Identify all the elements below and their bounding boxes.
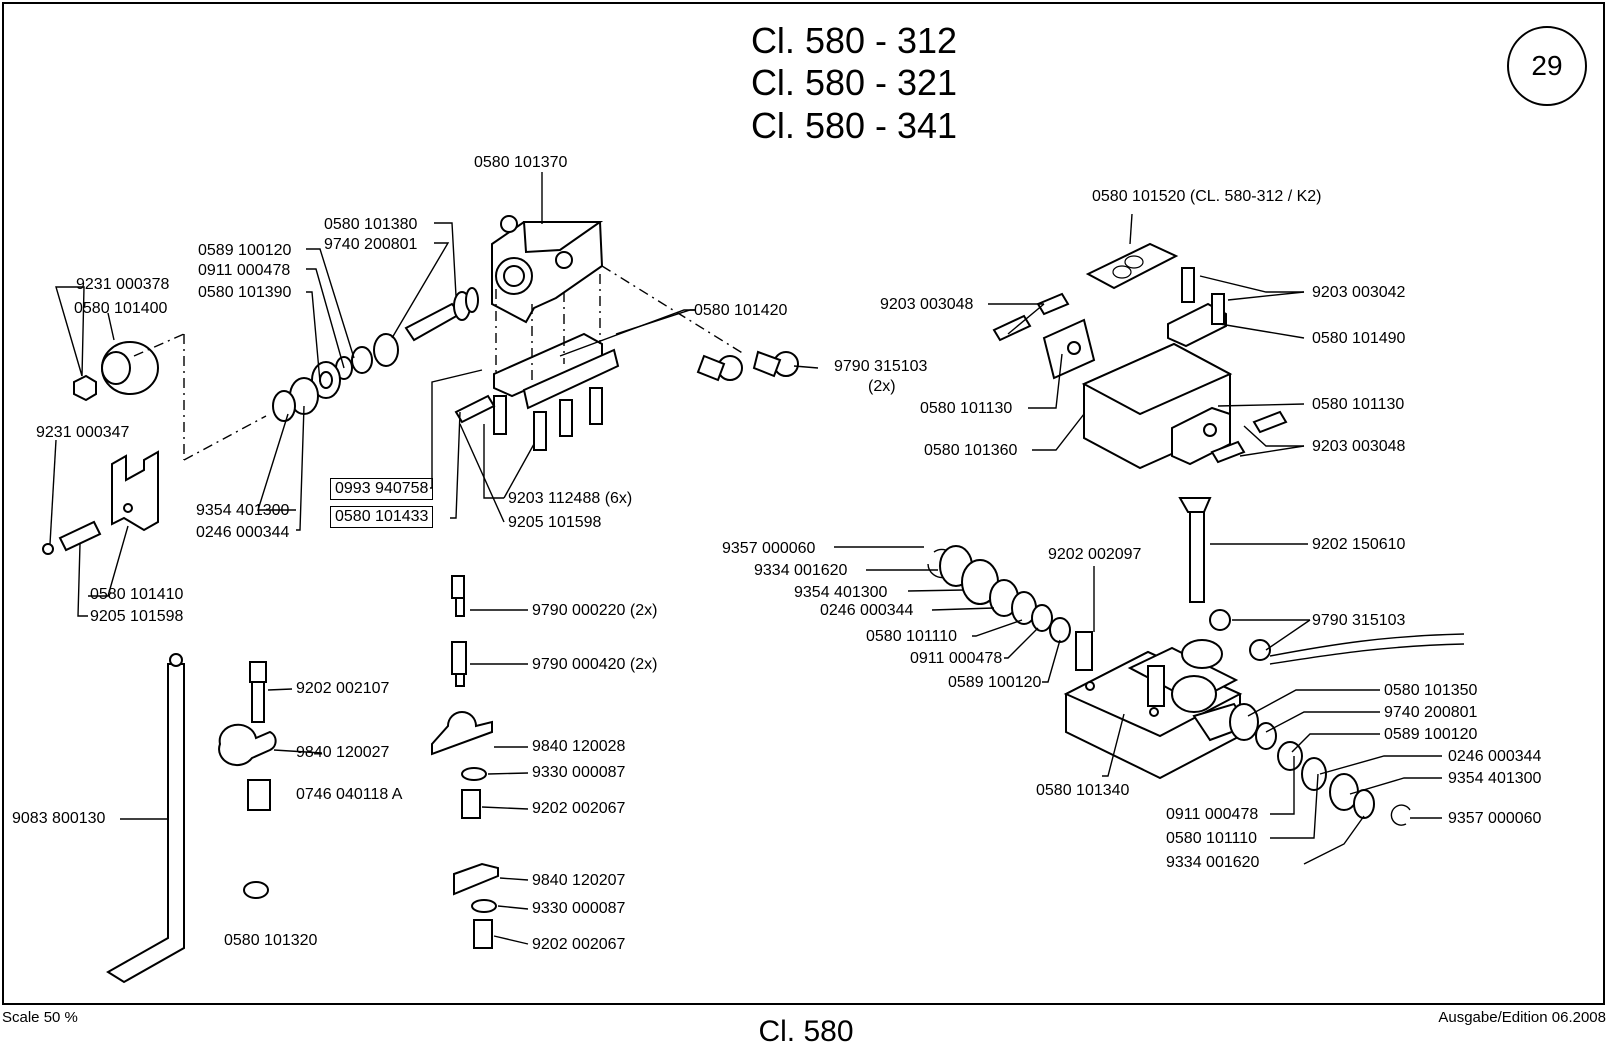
part-label: 0246 000344: [820, 602, 914, 619]
part-label: 9202 002097: [1048, 546, 1142, 563]
exploded-view-drawing: [42, 172, 1465, 984]
part-label: 9203 003048: [1312, 438, 1406, 455]
part-label: 9083 800130: [12, 810, 106, 827]
leader-lines: [49, 172, 1442, 945]
part-label: 0580 101390: [198, 284, 292, 301]
part-label: 9740 200801: [324, 236, 418, 253]
part-label: 0580 101400: [74, 300, 168, 317]
hex-key: [106, 663, 185, 984]
boxed-part-label: 0580 101433: [330, 506, 434, 528]
model-title-2: Cl. 580 - 321: [750, 62, 958, 103]
part-label: 9740 200801: [1384, 704, 1478, 721]
part-label: 9354 401300: [1448, 770, 1542, 787]
part-label: 9790 315103: [834, 358, 928, 375]
part-label: 9202 002107: [296, 680, 390, 697]
drawing-frame: Cl. 580 - 312 Cl. 580 - 321 Cl. 580 - 34…: [2, 2, 1605, 1005]
edition-note: Ausgabe/Edition 06.2008: [1438, 1009, 1606, 1026]
part-label: 0246 000344: [196, 524, 290, 541]
part-label: 0911 000478: [198, 262, 291, 279]
part-label: 0911 000478: [1166, 806, 1259, 823]
part-label: 9203 003048: [880, 296, 974, 313]
part-label: 9205 101598: [508, 514, 602, 531]
part-label: 9334 001620: [754, 562, 848, 579]
part-label: 9202 150610: [1312, 536, 1406, 553]
part-label: 9790 000220 (2x): [532, 602, 658, 619]
part-label: 0580 101320: [224, 932, 318, 949]
part-label: 0580 101490: [1312, 330, 1406, 347]
part-label: 9357 000060: [722, 540, 816, 557]
part-label: 0580 101520 (CL. 580-312 / K2): [1092, 188, 1322, 205]
part-label: 0580 101130: [920, 400, 1013, 417]
part-label: 9334 001620: [1166, 854, 1260, 871]
part-label: 9231 000347: [36, 424, 130, 441]
part-label: 0589 100120: [948, 674, 1042, 691]
boxed-part-label: 0993 940758: [330, 478, 434, 500]
footer-model: Cl. 580: [758, 1015, 854, 1048]
part-label: 0580 101410: [90, 586, 184, 603]
page-number-badge: 29: [1507, 26, 1587, 106]
part-label: 0580 101420: [694, 302, 788, 319]
part-label: 9840 120028: [532, 738, 626, 755]
part-label: 0580 101130: [1312, 396, 1405, 413]
part-label: 0246 000344: [1448, 748, 1542, 765]
part-label: 0580 101110: [1166, 830, 1258, 847]
part-label: 9840 120207: [532, 872, 626, 889]
model-title-3: Cl. 580 - 341: [750, 105, 958, 146]
part-label: 9330 000087: [532, 900, 626, 917]
part-label: 0580 101380: [324, 216, 418, 233]
part-label: 0911 000478: [910, 650, 1003, 667]
part-label: 9203 003042: [1312, 284, 1406, 301]
part-label: 9202 002067: [532, 800, 626, 817]
shim-plate: [1085, 242, 1179, 290]
part-label: 0589 100120: [1384, 726, 1478, 743]
part-label: 9202 002067: [532, 936, 626, 953]
stem-pin: [404, 287, 479, 342]
part-label: 0580 101360: [924, 442, 1018, 459]
part-label: 9790 000420 (2x): [532, 656, 658, 673]
part-label: 9231 000378: [76, 276, 170, 293]
part-label: 0580 101110: [866, 628, 958, 645]
part-label: 0746 040118 A: [296, 786, 403, 803]
part-label: 9790 315103: [1312, 612, 1406, 629]
part-label: 9357 000060: [1448, 810, 1542, 827]
part-label: 9840 120027: [296, 744, 390, 761]
housing-block: [491, 215, 604, 324]
main-block-right: [1042, 318, 1233, 470]
long-screw: [1178, 497, 1212, 603]
part-label: 0580 101350: [1384, 682, 1478, 699]
part-label: 9354 401300: [196, 502, 290, 519]
part-label: 0589 100120: [198, 242, 292, 259]
part-label: 9205 101598: [90, 608, 184, 625]
part-label: 9203 112488 (6x): [508, 490, 633, 507]
part-label: 9330 000087: [532, 764, 626, 781]
part-label: 0580 101340: [1036, 782, 1130, 799]
model-title-1: Cl. 580 - 312: [750, 20, 958, 61]
scale-note: Scale 50 %: [2, 1009, 78, 1026]
part-quantity: (2x): [868, 378, 896, 395]
part-label: 9354 401300: [794, 584, 888, 601]
part-label: 0580 101370: [474, 154, 568, 171]
fork-bracket: [111, 450, 159, 532]
